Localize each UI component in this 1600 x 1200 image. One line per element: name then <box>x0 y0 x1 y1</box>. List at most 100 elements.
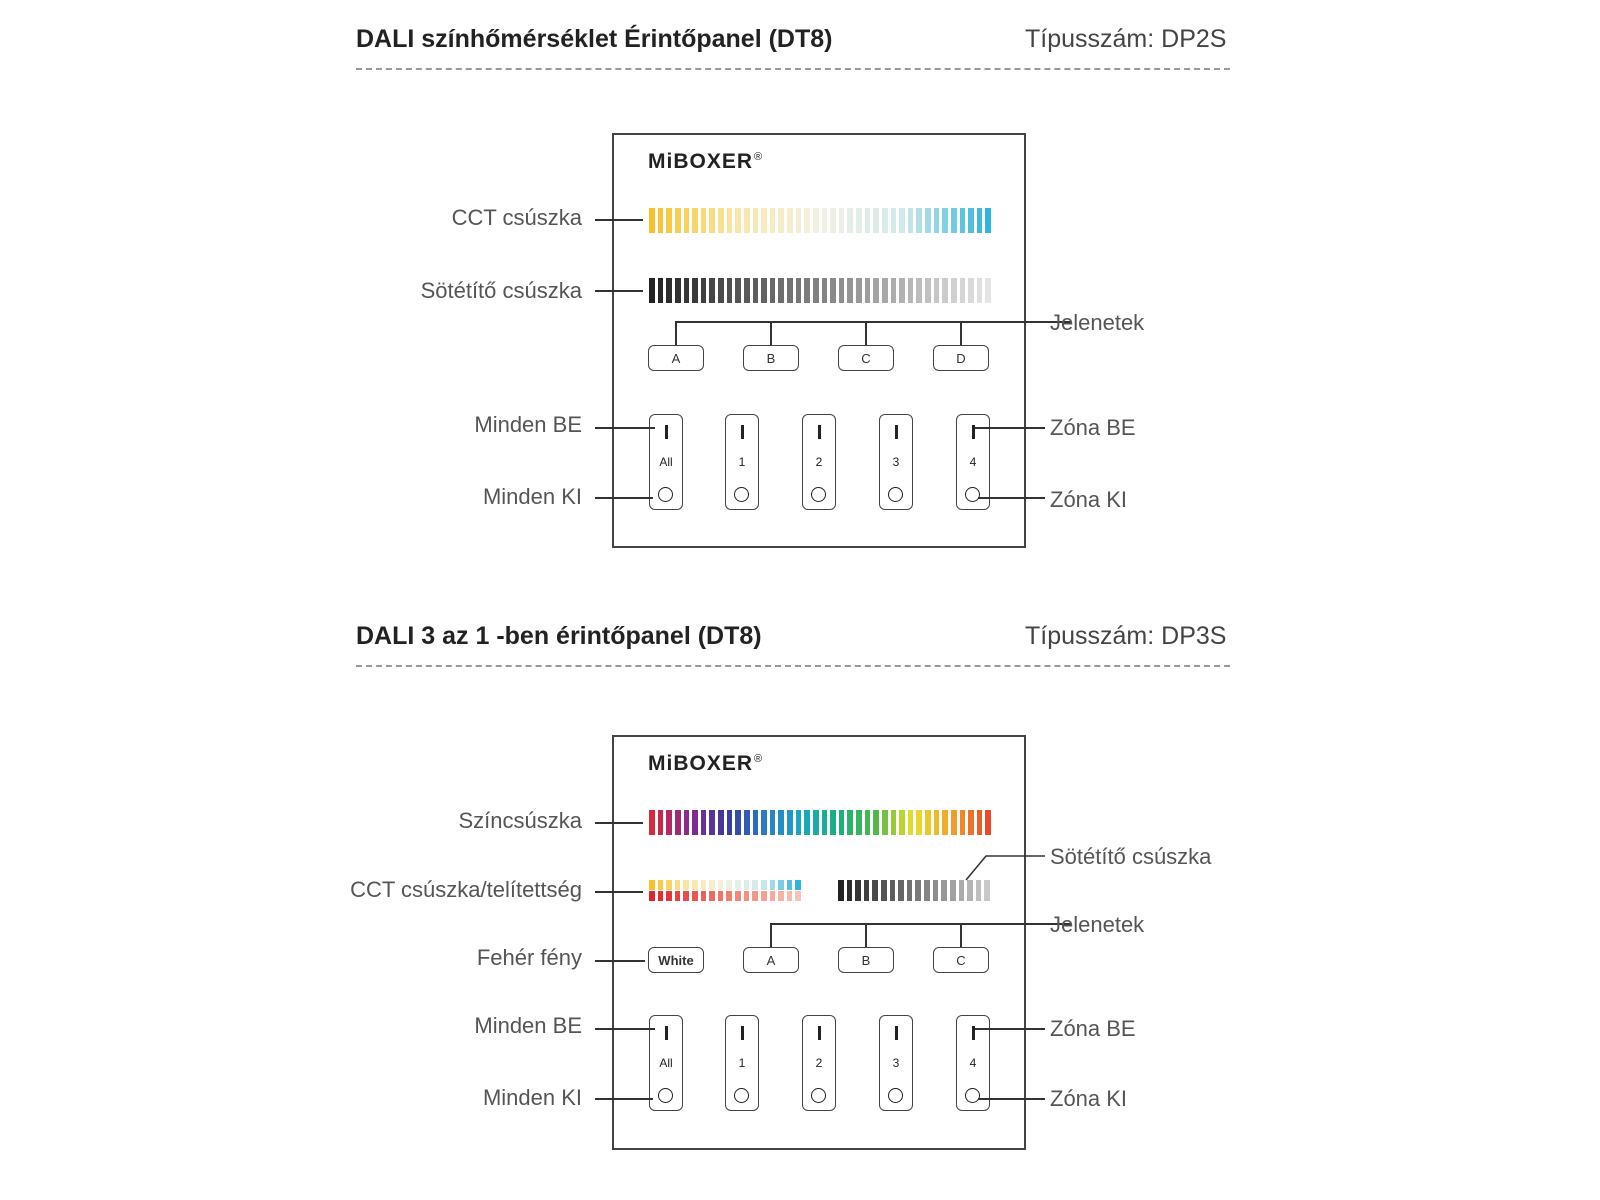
panel1-scene-c-button[interactable]: C <box>838 345 894 371</box>
panel2-saturation-slider[interactable] <box>649 891 804 901</box>
leader-line <box>595 891 643 893</box>
color-segment <box>683 810 690 835</box>
saturation-segment <box>657 891 664 901</box>
leader-line <box>595 1098 653 1100</box>
panel1-zone-all-button[interactable]: All <box>649 414 683 510</box>
dimmer-segment <box>847 278 853 303</box>
panel2-callout-dimmer: Sötétítő csúszka <box>1050 844 1212 869</box>
cct-segment <box>760 880 767 890</box>
saturation-segment <box>674 891 681 901</box>
panel1-scene-d-button[interactable]: D <box>933 345 989 371</box>
dimmer-segment <box>864 278 871 303</box>
dimmer-segment <box>975 880 982 901</box>
dimmer-segment <box>821 278 828 303</box>
panel1-callout-all-on: Minden BE <box>474 412 582 437</box>
panel1-zone-4-button[interactable]: 4 <box>956 414 990 510</box>
dimmer-segment <box>968 278 974 303</box>
panel1-callout-cct: CCT csúszka <box>451 205 582 230</box>
dimmer-segment <box>916 278 922 303</box>
color-segment <box>933 810 940 835</box>
panel2-scene-a-button[interactable]: A <box>743 947 799 973</box>
color-segment <box>907 810 914 835</box>
off-icon <box>888 487 903 502</box>
panel1-scene-b-button[interactable]: B <box>743 345 799 371</box>
panel1-zone-1-button[interactable]: 1 <box>725 414 759 510</box>
cct-segment <box>787 208 793 233</box>
cct-segment <box>778 208 784 233</box>
cct-segment <box>657 880 664 890</box>
dimmer-segment <box>657 278 664 303</box>
cct-segment <box>743 208 750 233</box>
panel2-callout-all-on: Minden BE <box>474 1013 582 1038</box>
panel1-zone-3-button[interactable]: 3 <box>879 414 913 510</box>
cct-segment <box>847 208 853 233</box>
color-segment <box>726 810 733 835</box>
color-segment <box>787 810 793 835</box>
dimmer-segment <box>985 278 991 303</box>
color-segment <box>752 810 759 835</box>
panel2-cct-slider[interactable] <box>649 880 804 890</box>
dimmer-segment <box>752 278 759 303</box>
color-segment <box>950 810 957 835</box>
on-icon <box>818 425 821 439</box>
leader-line <box>595 1028 655 1030</box>
leader-line <box>975 1028 1045 1030</box>
panel1-logo: MiBOXER® <box>648 150 764 173</box>
cct-segment <box>856 208 862 233</box>
dimmer-segment <box>804 278 810 303</box>
panel1-dimmer-slider[interactable] <box>649 278 994 303</box>
dimmer-segment <box>933 278 940 303</box>
zone-label: 4 <box>969 1056 977 1070</box>
off-icon <box>658 487 673 502</box>
panel2-callout-color: Színcsúszka <box>458 808 583 833</box>
saturation-segment <box>700 891 707 901</box>
dimmer-segment <box>743 278 750 303</box>
panel2-zone-all-button[interactable]: All <box>649 1015 683 1111</box>
dimmer-segment <box>942 278 948 303</box>
cct-segment <box>873 208 879 233</box>
off-icon <box>734 487 749 502</box>
cct-segment <box>683 208 690 233</box>
color-segment <box>847 810 853 835</box>
panel2-scene-c-button[interactable]: C <box>933 947 989 973</box>
panel1-scene-a-button[interactable]: A <box>648 345 704 371</box>
cct-segment <box>700 880 707 890</box>
dimmer-segment <box>787 278 793 303</box>
dimmer-segment <box>950 278 957 303</box>
saturation-segment <box>795 891 801 901</box>
color-segment <box>856 810 862 835</box>
cct-segment <box>683 880 690 890</box>
panel2-white-button[interactable]: White <box>648 947 704 973</box>
color-segment <box>890 810 897 835</box>
leader-line <box>865 321 867 345</box>
panel2-zone-1-button[interactable]: 1 <box>725 1015 759 1111</box>
dimmer-segment <box>941 880 947 901</box>
cct-segment <box>907 208 914 233</box>
color-segment <box>657 810 664 835</box>
dimmer-segment <box>812 278 819 303</box>
panel1-zone-2-button[interactable]: 2 <box>802 414 836 510</box>
color-segment <box>821 810 828 835</box>
saturation-segment <box>735 891 741 901</box>
panel2-callout-zone-on: Zóna BE <box>1050 1016 1136 1041</box>
dimmer-segment <box>899 278 905 303</box>
cct-segment <box>726 208 733 233</box>
leader-line <box>595 427 655 429</box>
cct-segment <box>674 880 681 890</box>
color-segment <box>812 810 819 835</box>
cct-segment <box>769 880 776 890</box>
panel1-callout-dimmer: Sötétítő csúszka <box>420 278 582 303</box>
dimmer-segment <box>709 278 715 303</box>
on-icon <box>741 425 744 439</box>
on-icon <box>895 425 898 439</box>
off-icon <box>658 1088 673 1103</box>
panel2-color-slider[interactable] <box>649 810 994 835</box>
panel2-scene-b-button[interactable]: B <box>838 947 894 973</box>
panel2-zone-2-button[interactable]: 2 <box>802 1015 836 1111</box>
panel2-zone-3-button[interactable]: 3 <box>879 1015 913 1111</box>
panel2-dimmer-slider[interactable] <box>838 880 993 901</box>
dimmer-segment <box>932 880 939 901</box>
off-icon <box>811 487 826 502</box>
panel1-cct-slider[interactable] <box>649 208 994 233</box>
panel2-zone-4-button[interactable]: 4 <box>956 1015 990 1111</box>
